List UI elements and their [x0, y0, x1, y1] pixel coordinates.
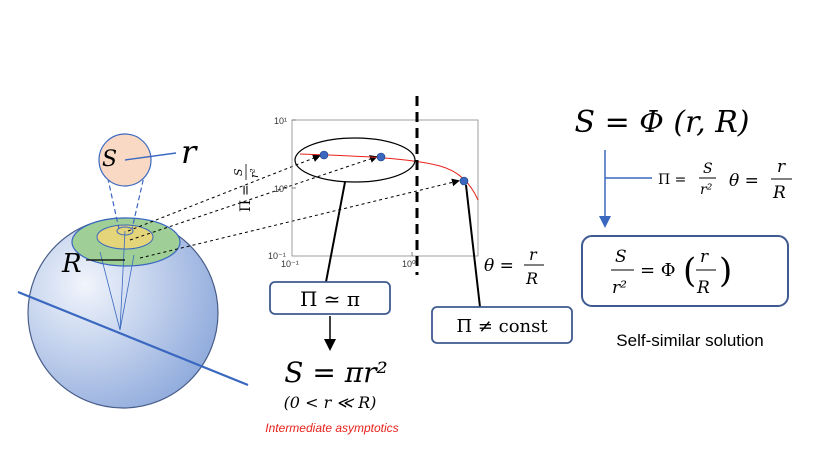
- range-condition: (0 < r ≪ R): [284, 393, 377, 412]
- label-R: R: [61, 249, 82, 279]
- sphere-group: R: [17, 217, 249, 409]
- y-axis-label: Π = S r²: [232, 164, 261, 212]
- data-point-3: [459, 176, 469, 186]
- result-num: S: [615, 247, 627, 267]
- projection-arrows: [127, 154, 460, 259]
- x-tick-label-mid: 10⁰: [402, 259, 416, 269]
- label-S: S: [102, 147, 117, 172]
- y-label-den: r²: [248, 168, 261, 178]
- projection-arrow-2: [129, 155, 378, 241]
- result-paren-right: ): [719, 251, 732, 291]
- result-paren-left: (: [683, 251, 696, 291]
- y-tick-label-mid: 10⁰: [274, 184, 288, 194]
- theta-def-lhs: θ =: [729, 171, 759, 191]
- pi-approx-box: [269, 281, 391, 315]
- connector-to-pi-not-const: [465, 184, 481, 308]
- pi-def-lhs: Π =: [658, 172, 686, 188]
- result-mid: = Φ: [640, 260, 676, 281]
- radius-line-3: [99, 251, 121, 331]
- main-formula: S = Φ (r, R): [574, 105, 749, 140]
- theta-def-num: r: [777, 157, 786, 177]
- y-tick-label-top: 10¹: [274, 116, 287, 126]
- label-r: r: [181, 133, 198, 171]
- result-den: r²: [612, 278, 627, 298]
- y-label-eq: =: [238, 184, 254, 196]
- intermediate-region-ellipse: [294, 137, 416, 183]
- x-tick-label-left: 10⁻¹: [281, 259, 299, 269]
- log-plot: 10¹ 10⁰ 10⁻¹ 10⁻¹ 10⁰ Π = S r² θ = r R: [232, 96, 544, 288]
- projection-arrow-3: [139, 178, 460, 259]
- pi-def-num: S: [703, 161, 713, 177]
- result-frac-den: R: [696, 278, 710, 298]
- result-box: [581, 235, 789, 307]
- data-point-1: [319, 150, 329, 160]
- result-frac-num: r: [700, 247, 709, 267]
- caption-intermediate-asymptotics: Intermediate asymptotics: [265, 421, 398, 435]
- area-formula: S = πr²: [284, 356, 387, 389]
- x-label-num: r: [529, 245, 538, 264]
- zoom-radius-line: [124, 152, 177, 161]
- zoom-group: S r: [98, 133, 198, 230]
- y-label-num: S: [232, 168, 245, 176]
- connector-to-pi-approx: [325, 181, 346, 283]
- zoom-ray-right: [131, 171, 146, 230]
- y-label-lhs: Π: [238, 200, 254, 212]
- data-point-2: [376, 152, 386, 162]
- sphere-equator-line: [17, 290, 249, 387]
- x-label-den: R: [525, 269, 538, 288]
- y-tick-label-bottom: 10⁻¹: [268, 251, 286, 261]
- radius-line-1: [119, 230, 126, 331]
- asymptotic-curve: [299, 153, 479, 201]
- pi-not-const-box: [431, 306, 573, 344]
- projection-arrow-1: [127, 154, 321, 232]
- theta-def-den: R: [772, 183, 786, 203]
- pi-def-den: r²: [700, 182, 713, 198]
- radius-line-2: [119, 254, 135, 331]
- pi-not-const-text: Π ≠ const: [456, 316, 548, 337]
- self-similar-solution-label: Self-similar solution: [616, 331, 763, 350]
- pi-approx-text: Π ≃ π: [300, 287, 360, 311]
- x-label-lhs: θ =: [484, 256, 514, 276]
